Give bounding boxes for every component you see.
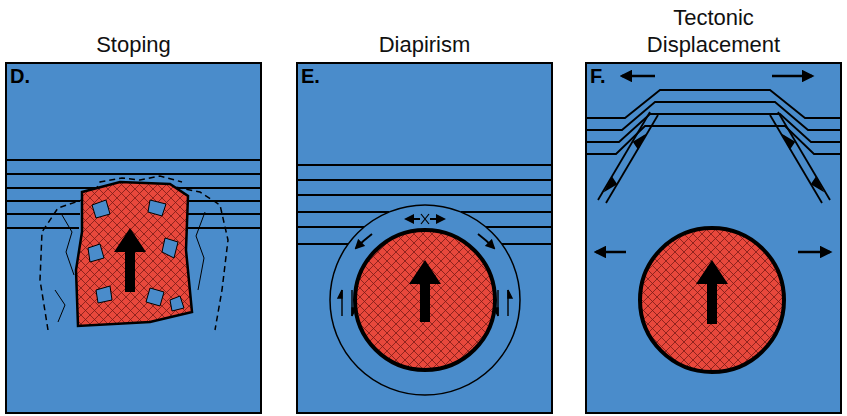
fault (598, 112, 830, 203)
stoped-outline (40, 176, 228, 330)
panel: DiapirismE. (296, 62, 553, 414)
magma-body (76, 182, 192, 326)
pluton (640, 228, 784, 372)
panel-letter: F. (590, 65, 606, 87)
ascent-arrow (409, 260, 441, 322)
strain-arrows (356, 214, 494, 248)
panel-letter: D. (10, 65, 30, 87)
host-rock (5, 62, 262, 414)
panel: Tectonic DisplacementF. (585, 62, 842, 414)
xenolith (88, 200, 184, 311)
host-rock (585, 62, 842, 414)
panel-title: Tectonic Displacement (629, 4, 799, 58)
aureole (330, 205, 520, 395)
panel-title: Diapirism (340, 31, 510, 58)
panel-letter: E. (301, 65, 320, 87)
host-rock (296, 62, 553, 414)
ascent-arrow (696, 260, 728, 324)
ascent-arrow (114, 228, 146, 292)
strata (585, 90, 842, 154)
diapir (355, 230, 495, 370)
panel: StopingD. (5, 62, 262, 414)
panel-title: Stoping (49, 31, 219, 58)
